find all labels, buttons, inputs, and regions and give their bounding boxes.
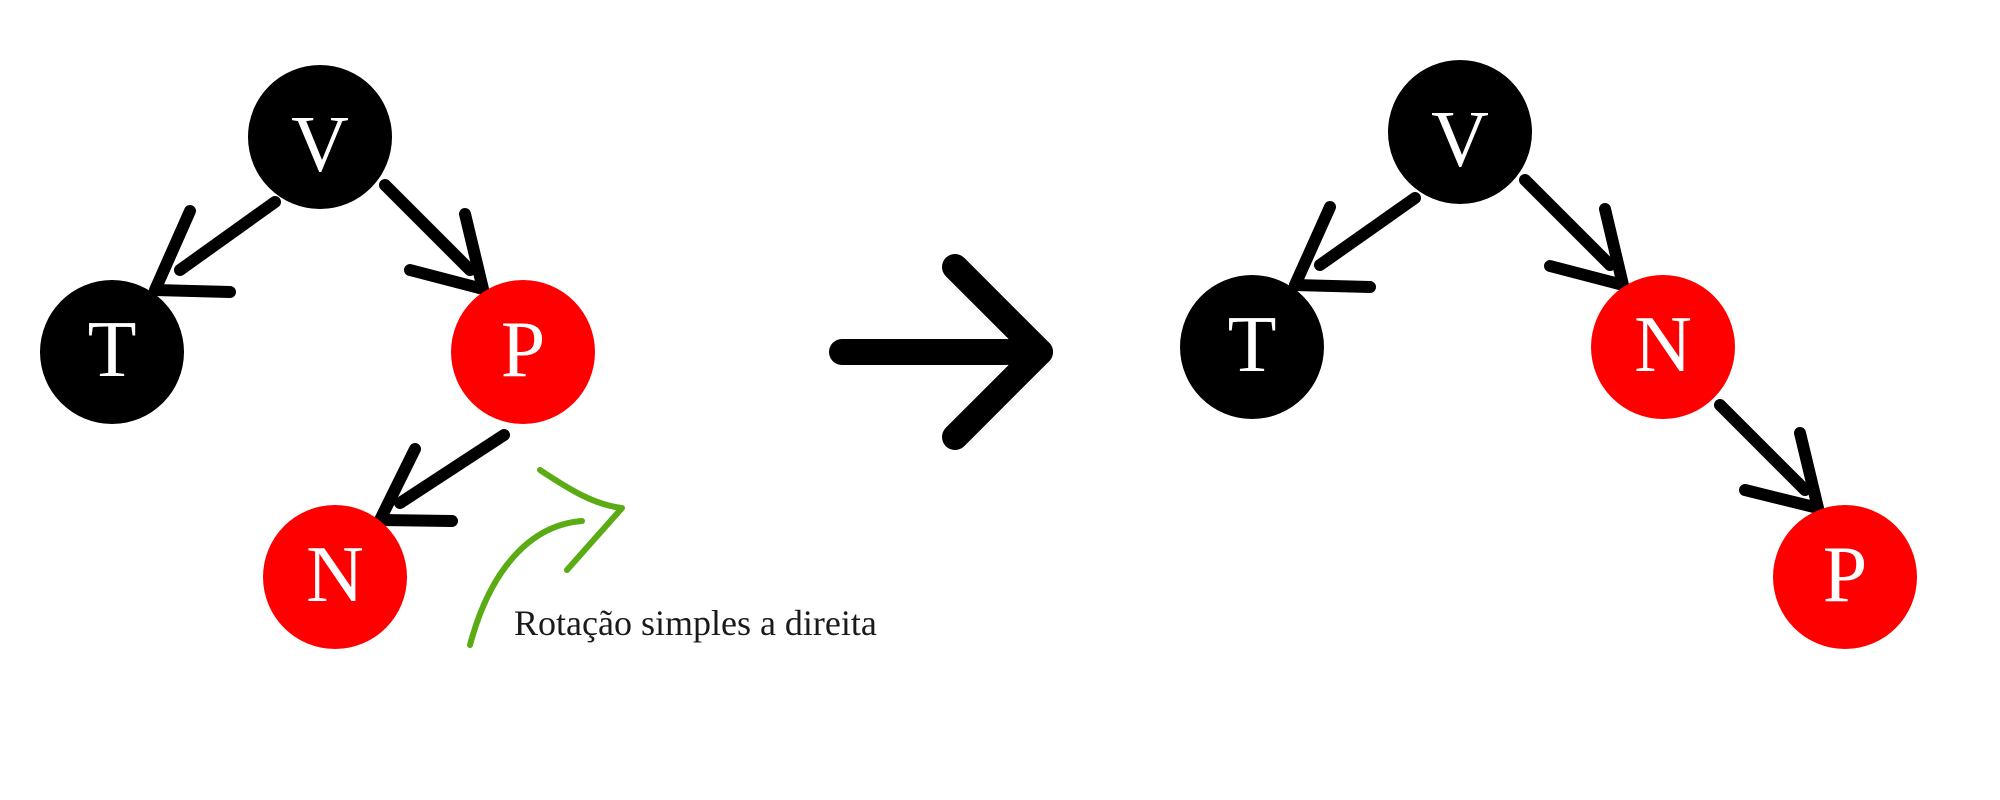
node-label: T: [88, 306, 137, 394]
edge-v-t-before: [149, 196, 281, 298]
node-label: P: [1823, 531, 1868, 619]
node-p-after: P: [1773, 505, 1917, 649]
edge-n-p-after: [1714, 399, 1824, 514]
node-circle-red: [1591, 275, 1735, 419]
node-label: N: [306, 531, 364, 619]
edge-v-p-before: [379, 179, 489, 295]
node-label: V: [1431, 96, 1489, 184]
edge-v-t-after: [1289, 192, 1421, 293]
node-p-before: P: [451, 280, 595, 424]
node-circle-red: [451, 280, 595, 424]
node-circle-red: [1773, 505, 1917, 649]
node-t-after: T: [1180, 275, 1324, 419]
node-label: P: [501, 306, 546, 394]
node-n-after: N: [1591, 275, 1735, 419]
annotation-text: Rotação simples a direita: [514, 603, 877, 643]
node-circle-black: [1180, 275, 1324, 419]
node-t-before: T: [40, 280, 184, 424]
node-circle-black: [248, 65, 392, 209]
node-v-after: V: [1388, 60, 1532, 204]
node-label: V: [291, 101, 349, 189]
node-circle-black: [40, 280, 184, 424]
after-tree: V T N P: [1180, 60, 1917, 649]
right-arrow-icon: [829, 254, 1053, 450]
node-label: N: [1634, 301, 1692, 389]
node-v-before: V: [248, 65, 392, 209]
node-circle-black: [1388, 60, 1532, 204]
node-circle-red: [263, 505, 407, 649]
edge-p-n-before: [374, 429, 510, 527]
curved-arrow-icon: [467, 467, 625, 648]
node-label: T: [1228, 301, 1277, 389]
rotation-annotation: Rotação simples a direita: [467, 467, 877, 648]
edge-v-n-after: [1519, 174, 1629, 291]
node-n-before: N: [263, 505, 407, 649]
before-tree: V T P N: [40, 65, 595, 649]
